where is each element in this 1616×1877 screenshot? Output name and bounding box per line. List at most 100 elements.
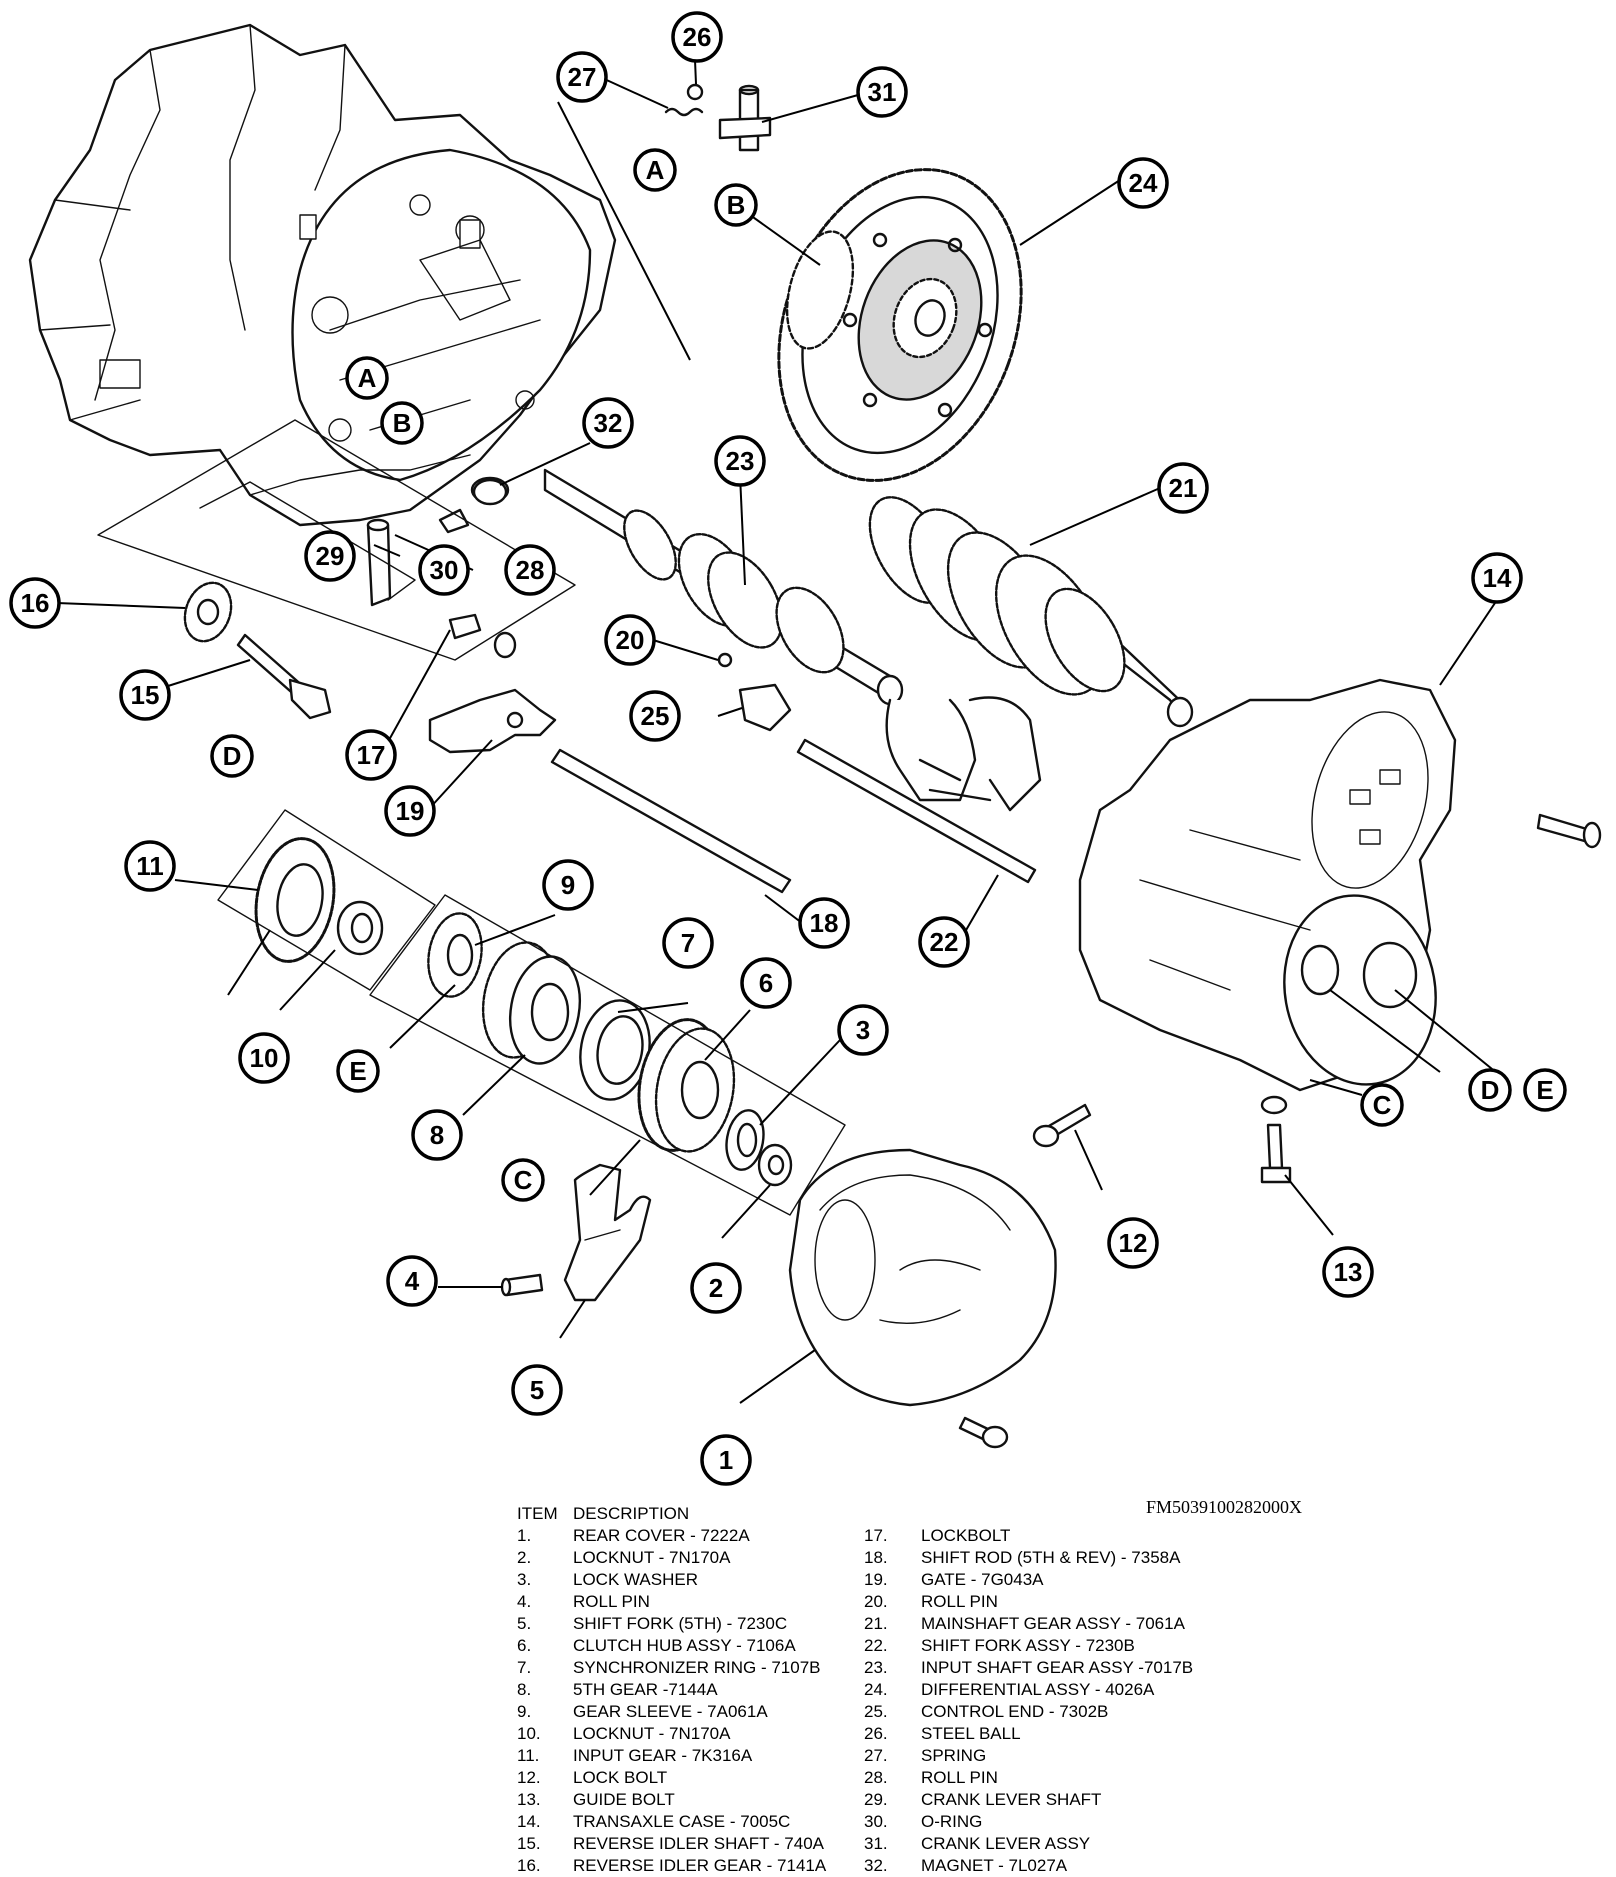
callout-14: 14 <box>1471 552 1523 604</box>
legend-header-description: DESCRIPTION <box>573 1504 690 1523</box>
svg-text:12: 12 <box>1119 1228 1148 1258</box>
lock-washer-drawing <box>725 1109 765 1171</box>
transaxle-housing-drawing <box>28 23 617 527</box>
reverse-idler-shaft-drawing <box>236 633 332 720</box>
locknut-10-drawing <box>336 900 384 956</box>
callout-31: 31 <box>856 66 908 118</box>
legend-row: 25.CONTROL END - 7302B <box>864 1702 1109 1721</box>
roll-pin-4-drawing <box>500 1273 544 1297</box>
svg-text:10: 10 <box>250 1043 279 1073</box>
legend-row: 28.ROLL PIN <box>864 1768 998 1787</box>
synchronizer-ring-drawing <box>579 999 651 1101</box>
callout-5: 5 <box>511 1364 563 1416</box>
callout-10: 10 <box>238 1032 290 1084</box>
legend-row: 6.CLUTCH HUB ASSY - 7106A <box>517 1636 796 1655</box>
callout-28: 28 <box>504 544 556 596</box>
legend-row: 30.O-RING <box>864 1812 983 1831</box>
legend-row: 24.DIFFERENTIAL ASSY - 4026A <box>864 1680 1155 1699</box>
reverse-idler-gear-drawing <box>183 581 233 643</box>
legend-row: 16.REVERSE IDLER GEAR - 7141A <box>517 1856 827 1875</box>
rear-cover-drawing <box>788 1148 1057 1407</box>
legend-row: 1.REAR COVER - 7222A <box>517 1526 750 1545</box>
svg-text:B: B <box>727 190 746 220</box>
svg-text:31: 31 <box>868 77 897 107</box>
legend-row: 26.STEEL BALL <box>864 1724 1021 1743</box>
callout-2: 2 <box>690 1262 742 1314</box>
svg-text:9: 9 <box>561 870 575 900</box>
svg-text:24: 24 <box>1129 168 1158 198</box>
legend-row: 14.TRANSAXLE CASE - 7005C <box>517 1812 791 1831</box>
callout-27: 27 <box>556 51 608 103</box>
callout-32: 32 <box>582 397 634 449</box>
legend-row: 15.REVERSE IDLER SHAFT - 740A <box>517 1834 824 1853</box>
legend-row: 12.LOCK BOLT <box>517 1768 668 1787</box>
svg-text:7: 7 <box>681 928 695 958</box>
callout-30: 30 <box>418 544 470 596</box>
svg-text:17: 17 <box>357 740 386 770</box>
legend-row: 23.INPUT SHAFT GEAR ASSY -7017B <box>864 1658 1194 1677</box>
legend-row: 22.SHIFT FORK ASSY - 7230B <box>864 1636 1135 1655</box>
callout-8: 8 <box>411 1109 463 1161</box>
svg-text:E: E <box>1536 1075 1553 1105</box>
crank-lever-shaft-drawing <box>366 478 508 607</box>
svg-text:19: 19 <box>396 796 425 826</box>
callout-26: 26 <box>671 11 723 63</box>
case-bolt-drawing <box>1536 813 1602 849</box>
legend-row: 13.GUIDE BOLT <box>517 1790 675 1809</box>
legend-row: 10.LOCKNUT - 7N170A <box>517 1724 731 1743</box>
svg-text:20: 20 <box>616 625 645 655</box>
input-shaft-gear-assy-drawing <box>470 468 904 706</box>
callout-13: 13 <box>1322 1246 1374 1298</box>
callout-e-sleeve: E <box>336 1049 380 1093</box>
svg-text:26: 26 <box>683 22 712 52</box>
svg-text:8: 8 <box>430 1120 444 1150</box>
svg-text:27: 27 <box>568 62 597 92</box>
shift-fork-assy-drawing <box>796 696 1042 884</box>
legend-left-column: 1.REAR COVER - 7222A 2.LOCKNUT - 7N170A … <box>517 1525 826 1877</box>
callout-1: 1 <box>700 1434 752 1486</box>
legend-row: 19.GATE - 7G043A <box>864 1570 1044 1589</box>
legend-row: 29.CRANK LEVER SHAFT <box>864 1790 1102 1809</box>
legend-row: 4.ROLL PIN <box>517 1592 650 1611</box>
svg-text:2: 2 <box>709 1273 723 1303</box>
callout-17: 17 <box>345 729 397 781</box>
legend-header-item: ITEM <box>517 1504 558 1523</box>
callout-15: 15 <box>119 669 171 721</box>
svg-text:13: 13 <box>1334 1257 1363 1287</box>
spring-ball-detail-drawing <box>664 83 704 117</box>
svg-text:11: 11 <box>136 851 164 881</box>
callout-a-top: A <box>633 148 677 192</box>
legend-row: 20.ROLL PIN <box>864 1592 998 1611</box>
legend-row: 3.LOCK WASHER <box>517 1570 699 1589</box>
svg-text:6: 6 <box>759 968 773 998</box>
legend-row: 11.INPUT GEAR - 7K316A <box>517 1746 753 1765</box>
lock-bolt-drawing <box>1032 1103 1092 1148</box>
locknut-2-drawing <box>757 1143 793 1187</box>
shift-fork-5th-drawing <box>563 1163 652 1302</box>
svg-text:32: 32 <box>594 408 623 438</box>
clutch-hub-assy-drawing <box>637 1018 736 1153</box>
callout-a-case: A <box>345 356 389 400</box>
callout-7: 7 <box>662 917 714 969</box>
legend-row: 27.SPRING <box>864 1746 987 1765</box>
legend-header: ITEM DESCRIPTION <box>517 1503 689 1525</box>
callout-29: 29 <box>304 530 356 582</box>
assembly-group-outlines <box>97 419 846 1216</box>
callout-c-fork: C <box>501 1158 545 1202</box>
svg-text:5: 5 <box>530 1375 544 1405</box>
callout-22: 22 <box>918 916 970 968</box>
callout-e-case: E <box>1523 1068 1567 1112</box>
rear-cover-bolt-drawing <box>958 1416 1009 1449</box>
legend-row: 2.LOCKNUT - 7N170A <box>517 1548 731 1567</box>
svg-text:3: 3 <box>856 1015 870 1045</box>
svg-text:A: A <box>358 363 377 393</box>
svg-text:C: C <box>1373 1090 1392 1120</box>
legend-row: 18.SHIFT ROD (5TH & REV) - 7358A <box>864 1548 1181 1567</box>
gate-drawing <box>428 613 557 754</box>
fifth-gear-drawing <box>481 941 581 1065</box>
legend-row: 17.LOCKBOLT <box>864 1526 1011 1545</box>
callout-b-top: B <box>714 183 758 227</box>
legend-row: 31.CRANK LEVER ASSY <box>864 1834 1091 1853</box>
legend-row: 7.SYNCHRONIZER RING - 7107B <box>517 1658 821 1677</box>
legend-row: 9.GEAR SLEEVE - 7A061A <box>517 1702 768 1721</box>
